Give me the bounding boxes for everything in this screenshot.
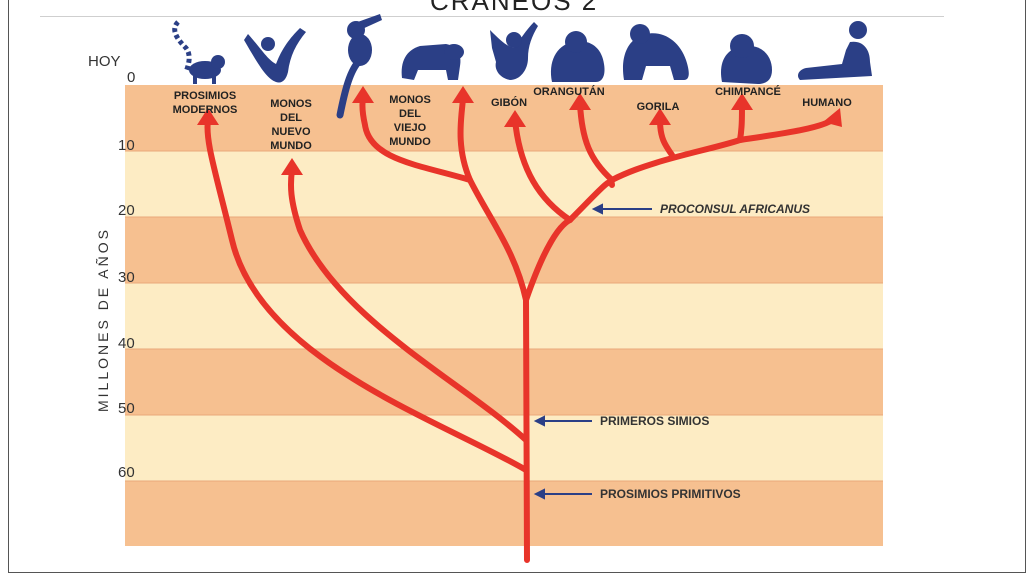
prosimios-primitivos-arrowhead (533, 488, 545, 500)
arrowhead-gorila (649, 108, 671, 125)
label-nuevo-1: MONOS (270, 98, 312, 110)
proconsul-arrowhead (591, 203, 603, 215)
branch-arrowheads (197, 86, 842, 175)
branch-great-apes (567, 178, 615, 223)
branch-gibon (512, 117, 573, 223)
label-chimpance: CHIMPANCÉ (715, 85, 781, 98)
tick-30: 30 (118, 269, 135, 286)
tick-10: 10 (118, 137, 135, 154)
phylogenetic-tree (204, 95, 838, 563)
arrowhead-prosimios (197, 108, 219, 125)
annotation-primeros-simios: PRIMEROS SIMIOS (600, 414, 709, 428)
arrowhead-gibon (504, 110, 526, 127)
label-nuevo-2: DEL (280, 112, 302, 124)
arrowhead-viejo-mundo-right (452, 86, 474, 103)
tick-50: 50 (118, 400, 135, 417)
cut-off-title: CRANEOS 2 (430, 0, 599, 16)
label-viejo-2: DEL (399, 108, 421, 120)
arrowhead-humano (823, 108, 842, 127)
trunk-branch (523, 297, 530, 563)
band-30-40 (125, 283, 883, 349)
chimpanzee-icon (720, 34, 772, 84)
tick-40: 40 (118, 335, 135, 352)
band-50-60 (125, 415, 883, 481)
arrowhead-chimpance (731, 93, 753, 110)
branch-viejo-mundo-left (359, 95, 473, 183)
spider-monkey-icon (244, 28, 306, 83)
band-40-50 (125, 349, 883, 415)
tick-0: 0 (127, 69, 135, 86)
y-ticks: 0 10 20 30 40 50 60 (118, 69, 135, 481)
human-icon (798, 21, 872, 80)
annotation-proconsul: PROCONSUL AFRICANUS (660, 202, 810, 216)
label-nuevo-4: MUNDO (270, 140, 312, 152)
capuchin-icon (336, 14, 382, 119)
branch-orangutan (577, 101, 615, 183)
gorilla-icon (622, 24, 689, 80)
annotation-arrows (533, 203, 652, 500)
label-viejo-1: MONOS (389, 94, 431, 106)
arrowhead-viejo-mundo-left (352, 86, 374, 103)
species-labels: PROSIMIOS MODERNOS MONOS DEL NUEVO MUNDO… (173, 85, 853, 152)
time-bands (125, 85, 883, 546)
label-gibon: GIBÓN (491, 96, 527, 109)
label-gorila: GORILA (637, 101, 680, 113)
branch-nuevo-mundo (288, 167, 529, 443)
branch-prosimios (204, 117, 529, 473)
gibbon-icon (490, 22, 538, 80)
hoy-label: HOY (88, 53, 121, 70)
orangutan-icon (550, 31, 605, 82)
top-divider (40, 16, 944, 17)
y-axis-label: MILLONES DE AÑOS (95, 227, 111, 412)
label-viejo-3: VIEJO (394, 122, 427, 134)
arrowhead-orangutan (569, 93, 591, 110)
band-20-30 (125, 217, 883, 283)
label-orangutan: ORANGUTÁN (533, 85, 605, 98)
baboon-icon (401, 44, 464, 80)
lemur-icon (172, 20, 225, 84)
tick-60: 60 (118, 464, 135, 481)
primate-silhouettes (172, 14, 872, 119)
label-viejo-4: MUNDO (389, 136, 431, 148)
annotation-labels: PROCONSUL AFRICANUS PRIMEROS SIMIOS PROS… (600, 202, 810, 501)
branch-african-apes (609, 137, 743, 183)
label-prosimios-1: PROSIMIOS (174, 90, 236, 102)
tick-20: 20 (118, 202, 135, 219)
label-humano: HUMANO (802, 97, 852, 109)
label-nuevo-3: NUEVO (271, 126, 311, 138)
primeros-simios-arrowhead (533, 415, 545, 427)
arrowhead-nuevo-mundo (281, 158, 303, 175)
branch-apes-stem (523, 217, 573, 303)
band-10-20 (125, 151, 883, 217)
label-prosimios-2: MODERNOS (173, 104, 238, 116)
band-60-plus (125, 481, 883, 546)
annotation-prosimios-primitivos: PROSIMIOS PRIMITIVOS (600, 487, 741, 501)
figure-frame (8, 0, 1026, 573)
